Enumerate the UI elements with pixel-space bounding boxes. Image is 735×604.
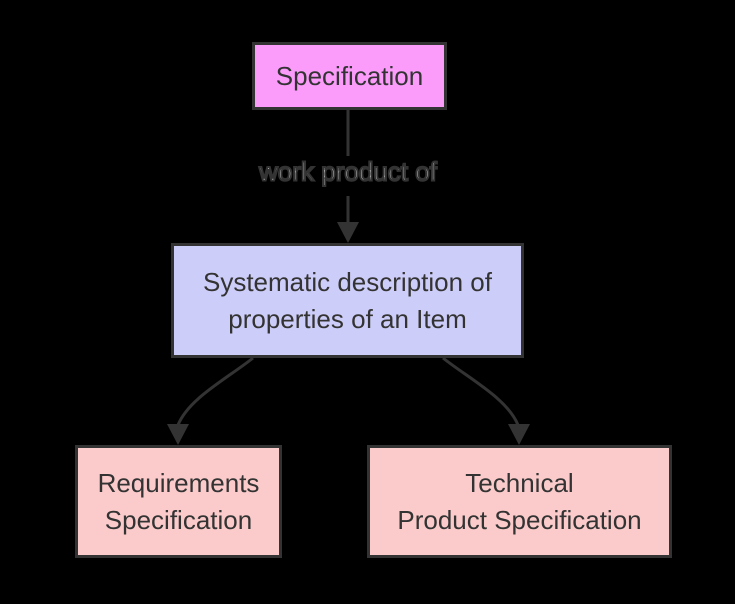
node-description-line2: properties of an Item bbox=[228, 303, 467, 334]
edge-to-requirements bbox=[176, 356, 254, 426]
arrow-down-icon bbox=[508, 424, 530, 445]
arrow-down-icon bbox=[167, 424, 189, 445]
edge-to-technical bbox=[442, 356, 520, 426]
node-requirements-specification: Requirements Specification bbox=[75, 445, 282, 558]
node-specification-label: Specification bbox=[275, 60, 424, 91]
node-technical-line1: Technical bbox=[465, 467, 574, 498]
node-requirements-line1: Requirements bbox=[97, 467, 260, 498]
node-description: Systematic description of properties of … bbox=[171, 243, 524, 358]
node-technical-line2: Product Specification bbox=[397, 504, 642, 535]
arrow-down-icon bbox=[337, 222, 359, 243]
node-technical-product-specification: Technical Product Specification bbox=[367, 445, 672, 558]
node-description-line1: Systematic description of bbox=[202, 266, 492, 297]
edge-label-work-product: work product of bbox=[258, 156, 438, 188]
node-requirements-line2: Specification bbox=[104, 504, 253, 535]
node-specification: Specification bbox=[252, 42, 447, 110]
